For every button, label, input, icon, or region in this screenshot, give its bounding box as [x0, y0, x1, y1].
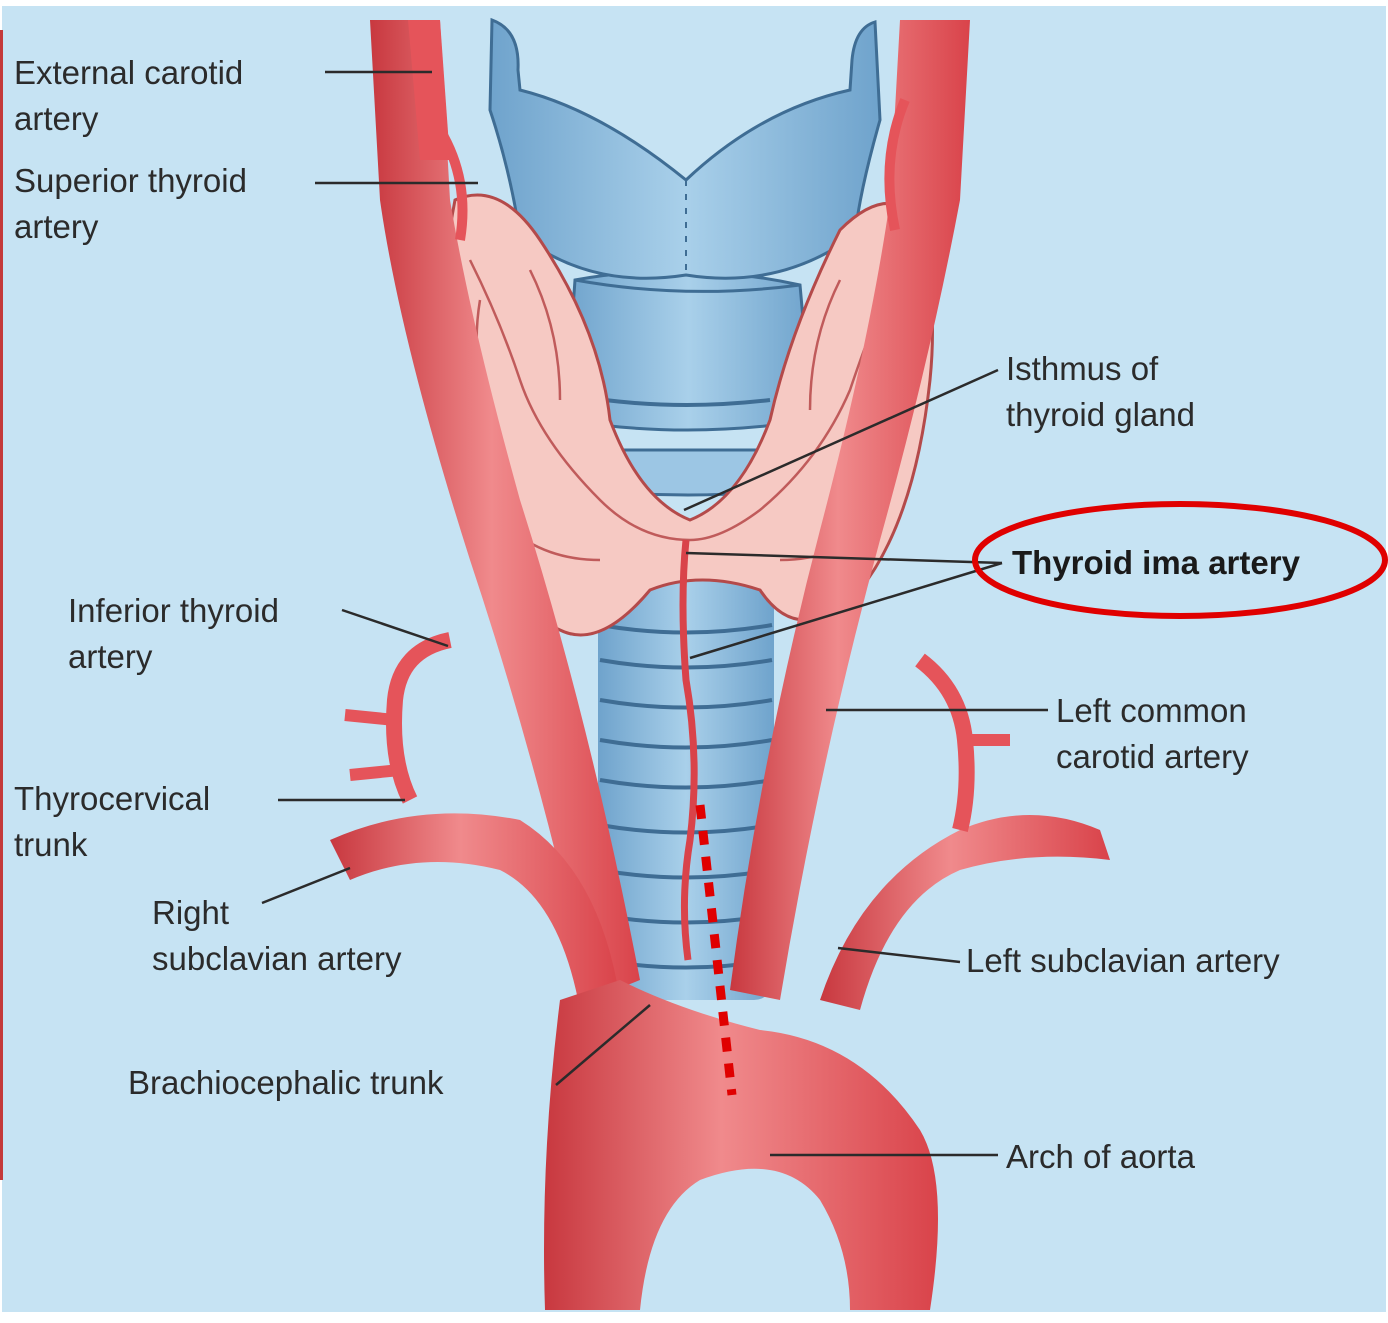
label-line: Right [152, 890, 401, 936]
label-superior-thyroid: Superior thyroid artery [14, 158, 247, 250]
label-isthmus: Isthmus of thyroid gland [1006, 346, 1195, 438]
label-line: carotid artery [1056, 734, 1249, 780]
label-line: artery [14, 96, 243, 142]
label-left-subclavian: Left subclavian artery [966, 938, 1280, 984]
label-line: Superior thyroid [14, 158, 247, 204]
label-line: subclavian artery [152, 936, 401, 982]
label-external-carotid: External carotid artery [14, 50, 243, 142]
label-line: trunk [14, 822, 210, 868]
label-thyroid-ima: Thyroid ima artery [1012, 540, 1300, 586]
left-border-line [0, 30, 3, 1180]
label-line: artery [14, 204, 247, 250]
label-line: Left common [1056, 688, 1249, 734]
label-thyrocervical: Thyrocervical trunk [14, 776, 210, 868]
label-line: artery [68, 634, 279, 680]
label-line: Thyrocervical [14, 776, 210, 822]
label-brachiocephalic: Brachiocephalic trunk [128, 1060, 444, 1106]
label-line: Isthmus of [1006, 346, 1195, 392]
label-right-subclavian: Right subclavian artery [152, 890, 401, 982]
label-arch-of-aorta: Arch of aorta [1006, 1134, 1195, 1180]
label-line: Inferior thyroid [68, 588, 279, 634]
label-left-common-carotid: Left common carotid artery [1056, 688, 1249, 780]
label-line: External carotid [14, 50, 243, 96]
label-line: thyroid gland [1006, 392, 1195, 438]
label-inferior-thyroid: Inferior thyroid artery [68, 588, 279, 680]
